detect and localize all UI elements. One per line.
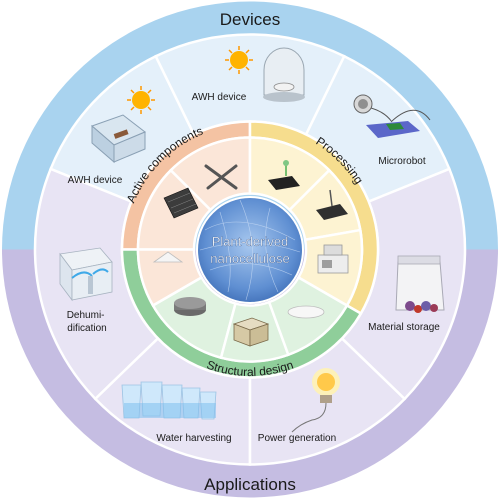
microrobot-label: Microrobot xyxy=(378,156,425,167)
powder-pile-icon xyxy=(152,251,184,263)
nanocellulose-center-disc xyxy=(196,196,304,304)
dehumidifier-box-icon xyxy=(59,247,113,302)
awh-device-left-label: AWH device xyxy=(68,175,123,186)
dehumidification-label: Dehumi- dification xyxy=(67,310,108,334)
material-storage-label: Material storage xyxy=(368,322,440,333)
center-title-line2: nanocellulose xyxy=(210,251,290,266)
coating-stage-icon xyxy=(268,160,300,190)
white-film-disc-icon xyxy=(287,305,325,319)
aerogel-disc-icon xyxy=(174,297,206,316)
solar-awh-box-icon xyxy=(91,86,155,164)
nanofiber-cross-icon xyxy=(204,164,238,190)
fiber-network-texture xyxy=(199,199,301,301)
light-bulb-icon xyxy=(291,368,340,433)
power-generation-label: Power generation xyxy=(258,433,336,444)
freeze-dryer-icon xyxy=(317,244,349,274)
applications-ring-label: Applications xyxy=(204,475,296,494)
printing-platform-icon xyxy=(316,189,348,220)
microrobot-icon xyxy=(353,94,431,138)
devices-ring-label: Devices xyxy=(220,10,280,29)
water-glasses-icon xyxy=(121,381,217,420)
awh-device-top-label: AWH device xyxy=(192,92,247,103)
active-cell-powder xyxy=(136,248,204,308)
graphene-sheet-icon xyxy=(163,187,199,219)
structural-design-ring-label: Structural design xyxy=(205,358,295,379)
center-title-line1: Plant-derived xyxy=(212,234,289,249)
dome-awh-device-icon xyxy=(225,46,305,102)
water-harvesting-label: Water harvesting xyxy=(156,433,231,444)
honeycomb-block-icon xyxy=(232,317,270,347)
storage-bag-icon xyxy=(395,255,445,313)
